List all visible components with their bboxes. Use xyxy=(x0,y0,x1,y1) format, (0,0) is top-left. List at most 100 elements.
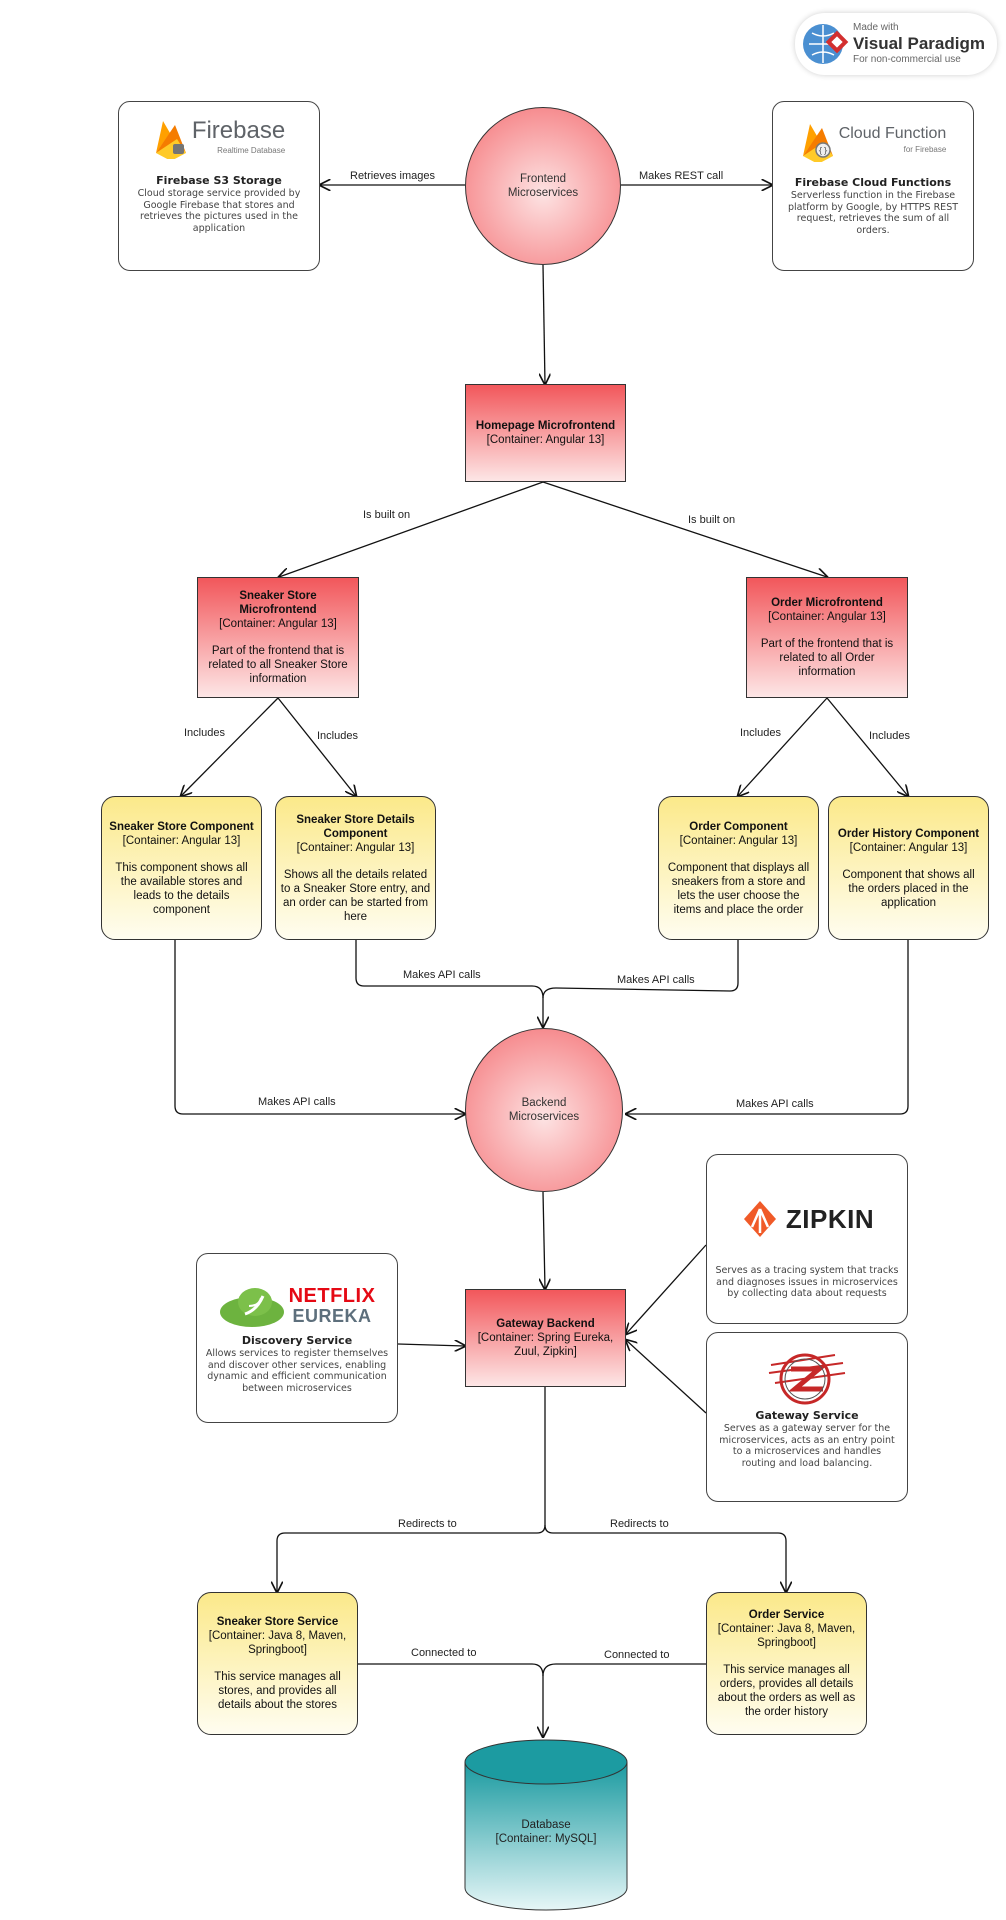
eureka-discovery-box: NETFLIX EUREKA Discovery Service Allows … xyxy=(196,1253,398,1423)
label-redirects-to-left: Redirects to xyxy=(395,1518,460,1530)
homepage-title: Homepage Microfrontend xyxy=(475,420,616,432)
cloud-function-desc: Serverless function in the Firebase plat… xyxy=(787,190,959,236)
order-microfrontend-box: Order Microfrontend [Container: Angular … xyxy=(746,577,908,698)
sneaker-comp-desc: This component shows all the available s… xyxy=(115,861,248,916)
edge-gateway-sneakerservice xyxy=(277,1387,546,1592)
order-mf-desc: Part of the frontend that is related to … xyxy=(760,638,894,678)
gateway-service-desc: Serves as a gateway server for the micro… xyxy=(719,1423,895,1469)
eureka-desc: Allows services to register themselves a… xyxy=(205,1348,389,1394)
edge-gateway-orderservice xyxy=(544,1524,786,1592)
firebase-logo-sub: Realtime Database xyxy=(217,146,286,155)
label-retrieves-images: Retrieves images xyxy=(347,170,438,182)
sneaker-service-desc: This service manages all stores, and pro… xyxy=(214,1671,341,1711)
sneaker-details-title: Sneaker Store Details Component xyxy=(296,813,415,840)
edge-orderservice-db xyxy=(542,1663,706,1677)
zipkin-logo-text: ZIPKIN xyxy=(785,1204,875,1234)
watermark-made-with: Made with xyxy=(853,22,899,33)
eureka-logo-text: EUREKA xyxy=(292,1306,372,1326)
order-comp-title: Order Component xyxy=(689,820,788,833)
edge-sneakerservice-db xyxy=(358,1663,543,1737)
edge-sneakercomp-api xyxy=(174,940,465,1114)
edge-homepage-ordermf xyxy=(542,481,827,577)
backend-label-1: Backend xyxy=(521,1097,567,1109)
sneaker-service-container: [Container: Java 8, Maven, Springboot] xyxy=(208,1630,347,1656)
label-includes-1: Includes xyxy=(181,727,228,739)
zuul-logo-icon xyxy=(768,1353,846,1405)
sneaker-store-service-box: Sneaker Store Service [Container: Java 8… xyxy=(197,1592,358,1735)
homepage-microfrontend-box: Homepage Microfrontend [Container: Angul… xyxy=(465,384,626,482)
edge-frontend-homepage xyxy=(543,264,545,384)
label-is-built-on-left: Is built on xyxy=(360,509,414,521)
gateway-service-title: Gateway Service xyxy=(755,1409,859,1422)
eureka-logo: NETFLIX EUREKA xyxy=(219,1284,376,1328)
order-comp-desc: Component that displays all sneakers fro… xyxy=(667,861,810,916)
visual-paradigm-watermark: Made with Visual Paradigm For non-commer… xyxy=(795,13,997,75)
edge-ordercomp-api xyxy=(542,940,739,999)
sneaker-microfrontend-box: Sneaker Store Microfrontend [Container: … xyxy=(197,577,359,698)
order-service-container: [Container: Java 8, Maven, Springboot] xyxy=(717,1623,856,1649)
edge-eureka-gateway xyxy=(397,1344,465,1346)
sneaker-mf-desc: Part of the frontend that is related to … xyxy=(208,645,348,685)
backend-microservices-node: Backend Microservices xyxy=(465,1028,623,1192)
order-comp-container: [Container: Angular 13] xyxy=(679,834,798,847)
order-mf-title: Order Microfrontend xyxy=(771,597,883,609)
netflix-logo-text: NETFLIX xyxy=(288,1285,376,1307)
sneaker-details-desc: Shows all the details related to a Sneak… xyxy=(280,868,431,923)
label-connected-to-left: Connected to xyxy=(408,1647,480,1659)
edge-sneakermf-comp xyxy=(181,697,279,796)
edge-zipkin-gateway xyxy=(626,1244,707,1334)
label-is-built-on-right: Is built on xyxy=(685,514,739,526)
zipkin-box: ZIPKIN Serves as a tracing system that t… xyxy=(706,1154,908,1324)
edge-ordermf-history xyxy=(826,697,908,796)
watermark-brand: Visual Paradigm xyxy=(853,34,985,53)
frontend-label-1: Frontend xyxy=(519,173,567,185)
label-includes-2: Includes xyxy=(314,730,361,742)
firebase-storage-box: Firebase Realtime Database Firebase S3 S… xyxy=(118,101,320,271)
edge-sneakermf-details xyxy=(277,697,356,796)
order-service-title: Order Service xyxy=(748,1609,825,1621)
zipkin-desc: Serves as a tracing system that tracks a… xyxy=(715,1265,899,1299)
firebase-desc: Cloud storage service provided by Google… xyxy=(137,188,301,234)
sneaker-store-component-box: Sneaker Store Component [Container: Angu… xyxy=(101,796,262,940)
database-label: Database [Container: MySQL] xyxy=(465,1818,627,1846)
frontend-microservices-node: Frontend Microservices xyxy=(465,107,621,265)
firebase-flame-icon xyxy=(155,121,186,159)
backend-label-2: Microservices xyxy=(508,1111,580,1123)
gateway-container: [Container: Spring Eureka, Zuul, Zipkin] xyxy=(477,1332,614,1358)
gateway-backend-box: Gateway Backend [Container: Spring Eurek… xyxy=(465,1289,626,1387)
sneaker-comp-container: [Container: Angular 13] xyxy=(122,834,241,847)
sneaker-store-details-component-box: Sneaker Store Details Component [Contain… xyxy=(275,796,436,940)
label-includes-4: Includes xyxy=(866,730,913,742)
edge-ordermf-comp xyxy=(738,697,828,796)
edge-history-api xyxy=(626,940,909,1114)
cloud-function-logo-text: Cloud Function xyxy=(838,125,947,142)
sneaker-service-title: Sneaker Store Service xyxy=(216,1616,339,1628)
homepage-container: [Container: Angular 13] xyxy=(486,434,605,446)
sneaker-comp-title: Sneaker Store Component xyxy=(109,820,254,833)
database-title: Database xyxy=(521,1819,571,1831)
zipkin-logo: ZIPKIN xyxy=(740,1199,874,1239)
order-history-title: Order History Component xyxy=(837,827,980,840)
sneaker-details-container: [Container: Angular 13] xyxy=(296,841,415,854)
spring-leaf-icon xyxy=(219,1288,284,1327)
firebase-title: Firebase S3 Storage xyxy=(156,174,282,187)
cloud-function-logo-sub: for Firebase xyxy=(903,145,947,154)
eureka-title: Discovery Service xyxy=(241,1334,353,1347)
svg-text:{}: {} xyxy=(818,146,828,155)
label-connected-to-right: Connected to xyxy=(601,1649,673,1661)
order-service-box: Order Service [Container: Java 8, Maven,… xyxy=(706,1592,867,1735)
edge-homepage-sneakermf xyxy=(279,481,544,577)
edge-details-api xyxy=(355,940,543,1027)
label-redirects-to-right: Redirects to xyxy=(607,1518,672,1530)
zipkin-icon xyxy=(743,1201,776,1237)
visual-paradigm-logo-icon xyxy=(803,24,849,64)
label-makes-api-calls-1: Makes API calls xyxy=(400,969,484,981)
cloud-function-title: Firebase Cloud Functions xyxy=(794,176,952,189)
firebase-logo-text: Firebase xyxy=(191,117,286,144)
sneaker-mf-title: Sneaker Store Microfrontend xyxy=(239,590,317,616)
edge-backend-gateway xyxy=(543,1191,545,1289)
database-container: [Container: MySQL] xyxy=(495,1833,597,1845)
cloud-function-logo: {} Cloud Function for Firebase xyxy=(800,120,947,162)
cloud-function-box: {} Cloud Function for Firebase Firebase … xyxy=(772,101,974,271)
gateway-service-box: Gateway Service Serves as a gateway serv… xyxy=(706,1332,908,1502)
